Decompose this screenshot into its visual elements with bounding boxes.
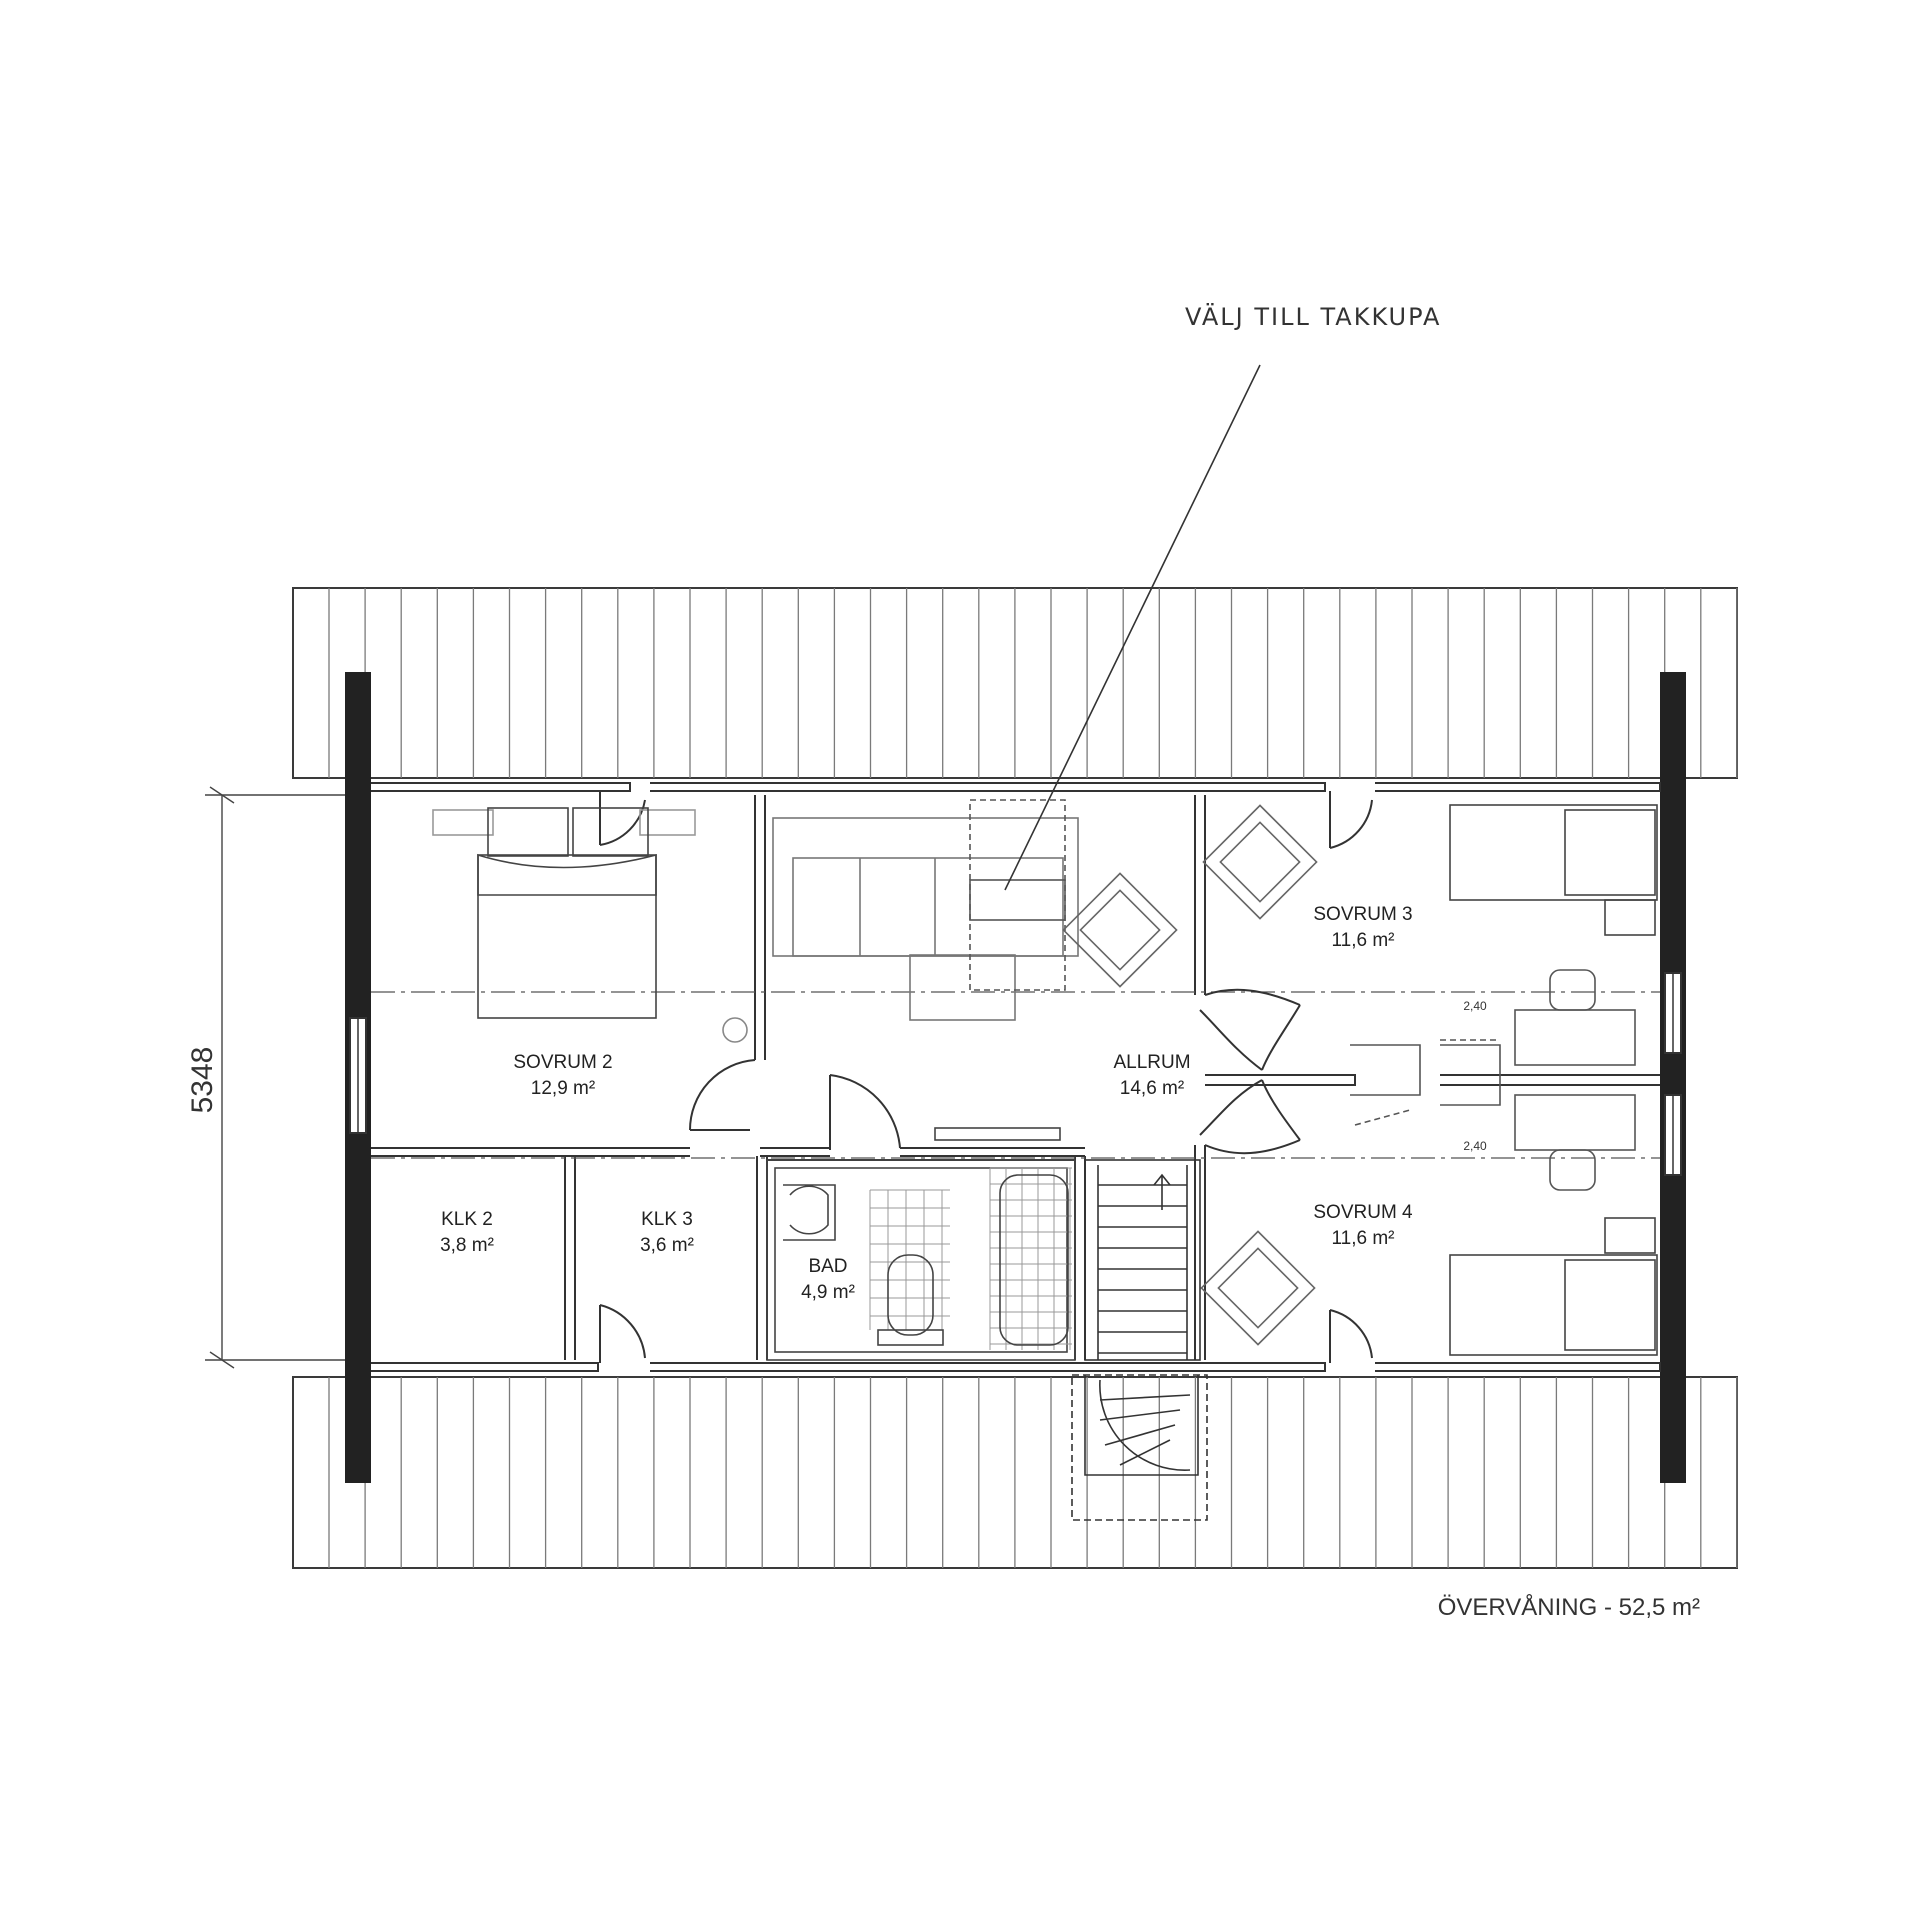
room-name: ALLRUM <box>1113 1052 1190 1073</box>
height-label: 2,40 <box>1463 1139 1487 1153</box>
bed-sovrum-4 <box>1449 1217 1658 1356</box>
room-name: BAD <box>808 1256 847 1277</box>
armchair-sovrum-3 <box>1202 804 1318 920</box>
roof-bottom <box>292 1376 1738 1569</box>
room-area: 3,8 m² <box>440 1235 494 1256</box>
floor-caption: ÖVERVÅNING - 52,5 m² <box>1438 1593 1700 1621</box>
room-name: KLK 3 <box>641 1209 693 1230</box>
room-area: 11,6 m² <box>1331 1228 1394 1249</box>
annotation-leader <box>1004 364 1261 891</box>
bed-sovrum-3 <box>1449 804 1658 936</box>
armchair-allrum <box>1062 872 1178 988</box>
room-name: SOVRUM 4 <box>1313 1202 1413 1223</box>
room-name: SOVRUM 3 <box>1313 904 1412 925</box>
bed-sovrum-2 <box>432 807 748 1043</box>
room-area: 14,6 m² <box>1120 1078 1184 1099</box>
dimension-line <box>205 786 345 1369</box>
exterior-walls <box>371 782 1661 1372</box>
room-area: 11,6 m² <box>1331 930 1394 951</box>
room-area: 4,9 m² <box>801 1282 855 1303</box>
armchair-sovrum-4 <box>1200 1230 1316 1346</box>
dimension-label: 5348 <box>186 1047 219 1114</box>
height-label: 2,40 <box>1463 999 1487 1013</box>
sofa-allrum <box>772 799 1079 1021</box>
gable-wall-right <box>1660 672 1686 1483</box>
room-area: 3,6 m² <box>640 1235 694 1256</box>
room-name: SOVRUM 2 <box>513 1052 612 1073</box>
room-labels: SOVRUM 2 12,9 m² ALLRUM 14,6 m² SOVRUM 3… <box>440 904 1413 1303</box>
bathroom-fixtures <box>766 1127 1076 1361</box>
staircase <box>1071 1159 1208 1521</box>
room-name: KLK 2 <box>441 1209 493 1230</box>
desks <box>1350 969 1636 1191</box>
room-area: 12,9 m² <box>531 1078 595 1099</box>
roof-top <box>292 587 1738 779</box>
annotation-text: VÄLJ TILL TAKKUPA <box>1185 302 1441 331</box>
doors <box>599 791 1373 1363</box>
